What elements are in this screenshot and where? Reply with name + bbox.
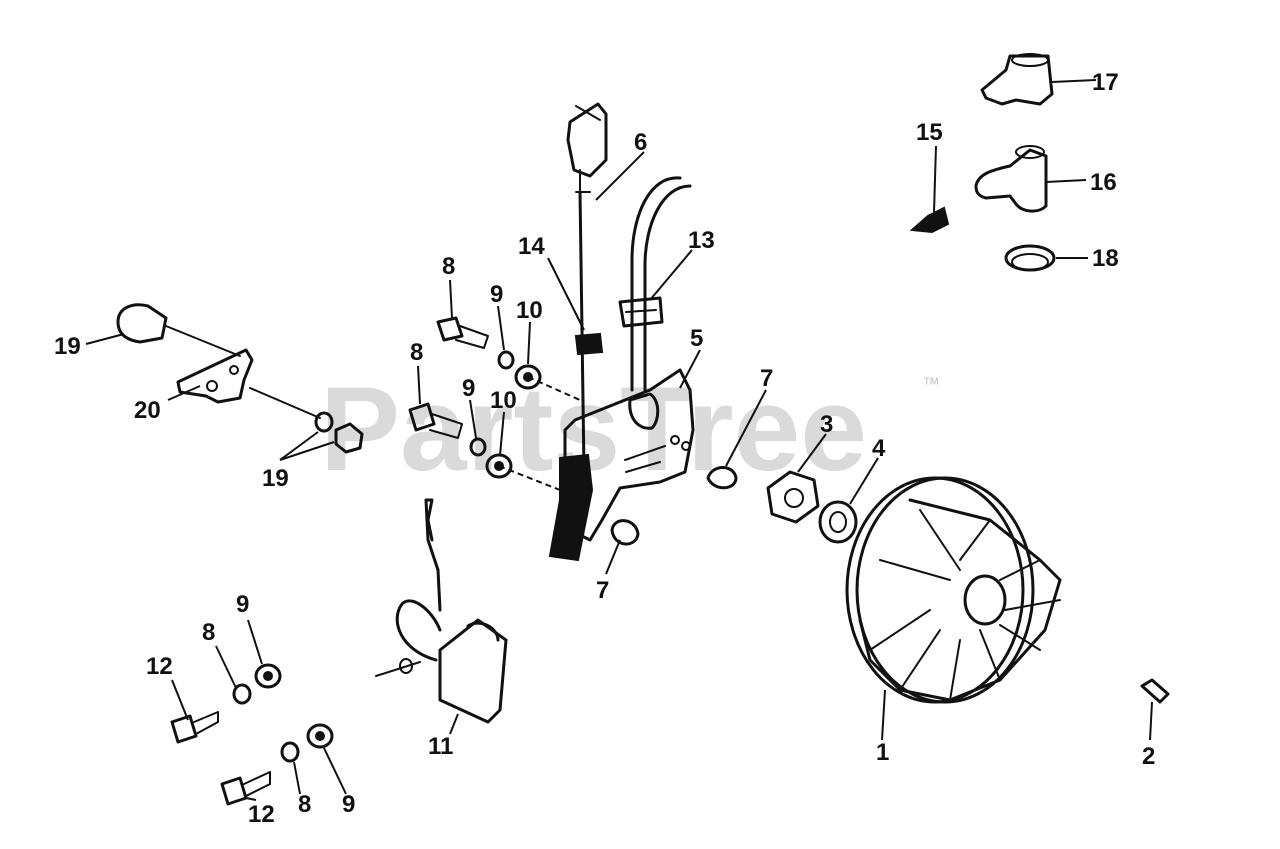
part-3-nut[interactable] [766, 470, 820, 524]
callout-7-upper: 7 [760, 365, 773, 392]
leader-lines [85, 79, 1153, 801]
part-6-ignition-wire[interactable] [566, 102, 608, 472]
part-19-stop-switch[interactable] [116, 303, 241, 357]
callout-1: 1 [876, 739, 889, 766]
callout-12-lower: 12 [248, 801, 275, 828]
callout-13: 13 [688, 227, 715, 254]
callout-19-upper: 19 [54, 333, 81, 360]
callout-8-mid: 8 [410, 339, 423, 366]
part-1-flywheel[interactable] [845, 476, 1062, 704]
callout-9-lower2: 9 [342, 791, 355, 818]
part-17-cap[interactable] [980, 53, 1054, 106]
callout-11: 11 [428, 733, 453, 760]
callout-10-upper: 10 [516, 297, 543, 324]
part-7-clip-lower[interactable] [610, 519, 640, 546]
callout-19-lower: 19 [262, 465, 289, 492]
part-2-key[interactable] [1140, 678, 1170, 704]
callout-20: 20 [134, 397, 161, 424]
callout-8-lower2: 8 [298, 791, 311, 818]
callout-15: 15 [916, 119, 943, 146]
part-13-grommet[interactable] [618, 296, 664, 328]
part-14-clip[interactable] [574, 332, 604, 356]
callout-14: 14 [518, 233, 545, 260]
callout-6: 6 [634, 129, 647, 156]
callout-9-lower1: 9 [236, 591, 249, 618]
callout-2: 2 [1142, 743, 1155, 770]
callout-7-lower: 7 [596, 577, 609, 604]
watermark-text: PartsTree [320, 362, 867, 496]
part-9-lockwasher-mid[interactable] [469, 437, 487, 457]
callout-8-upper: 8 [442, 253, 455, 280]
callout-17: 17 [1092, 69, 1119, 96]
callout-4: 4 [872, 435, 886, 462]
callouts: 6 14 13 8 9 10 5 8 9 10 7 3 4 7 1 2 17 1… [54, 69, 1155, 828]
part-9-washer-lower2[interactable] [306, 723, 334, 749]
callout-10-mid: 10 [490, 387, 517, 414]
callout-12-upper: 12 [146, 653, 173, 680]
part-11-ignition-coil[interactable] [375, 498, 508, 724]
callout-16: 16 [1090, 169, 1117, 196]
callout-9-upper: 9 [490, 281, 503, 308]
part-15-clip[interactable] [909, 206, 950, 234]
callout-3: 3 [820, 411, 833, 438]
callout-18: 18 [1092, 245, 1119, 272]
switch-lever[interactable] [548, 453, 594, 562]
part-20-plate[interactable] [176, 348, 254, 404]
part-19-washer-nut[interactable] [249, 387, 364, 454]
part-8-lockwasher-lower1[interactable] [232, 683, 252, 705]
part-9-washer-lower1[interactable] [254, 663, 282, 689]
watermark-trademark: ™ [922, 374, 940, 394]
part-4-washer[interactable] [818, 500, 858, 544]
callout-8-lower1: 8 [202, 619, 215, 646]
part-7-clip-upper[interactable] [706, 466, 738, 490]
part-12-screw-upper[interactable] [170, 711, 219, 744]
part-8-screw-upper[interactable] [436, 316, 489, 349]
part-16-spark-boot[interactable] [974, 145, 1048, 213]
callout-5: 5 [690, 325, 703, 352]
part-8-screw-mid[interactable] [408, 402, 463, 439]
part-8-lockwasher-lower2[interactable] [280, 741, 300, 763]
callout-9-mid: 9 [462, 375, 475, 402]
part-18-spring[interactable] [1004, 244, 1056, 272]
part-9-lockwasher-upper[interactable] [497, 350, 515, 370]
part-12-screw-lower[interactable] [220, 771, 271, 806]
